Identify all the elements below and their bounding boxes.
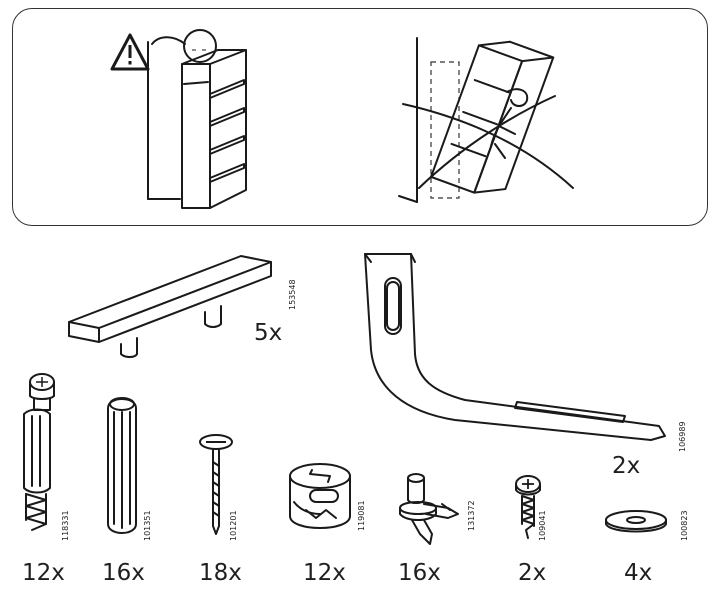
cam-lock-icon bbox=[289, 463, 351, 529]
part-code: 119081 bbox=[357, 500, 366, 531]
part-code: 109041 bbox=[538, 510, 547, 541]
screw-icon bbox=[515, 475, 541, 539]
part-qty: 18x bbox=[199, 560, 242, 586]
bar-support-icon bbox=[68, 255, 272, 358]
nail-icon bbox=[199, 434, 233, 535]
warning-triangle-icon bbox=[110, 33, 150, 71]
l-bracket-icon bbox=[364, 253, 666, 441]
part-code: 100823 bbox=[680, 510, 689, 541]
part-qty: 16x bbox=[398, 560, 441, 586]
part-code: 101201 bbox=[229, 510, 238, 541]
part-qty: 2x bbox=[612, 453, 641, 479]
dowel-icon bbox=[107, 397, 137, 534]
part-qty: 16x bbox=[102, 560, 145, 586]
washer-icon bbox=[605, 510, 667, 533]
shelf-pin-icon bbox=[399, 473, 459, 545]
part-qty: 12x bbox=[303, 560, 346, 586]
part-qty: 2x bbox=[518, 560, 547, 586]
cam-bolt-icon bbox=[23, 373, 55, 531]
part-code: 153548 bbox=[288, 279, 297, 310]
part-code: 101351 bbox=[143, 510, 152, 541]
part-code: 131372 bbox=[467, 500, 476, 531]
part-code: 118331 bbox=[61, 510, 70, 541]
part-qty: 4x bbox=[624, 560, 653, 586]
bookcase-anchored-icon bbox=[147, 29, 247, 209]
warning-panel bbox=[12, 8, 708, 226]
part-qty: 5x bbox=[254, 320, 283, 346]
part-qty: 12x bbox=[22, 560, 65, 586]
bookcase-tipping-crossed-icon bbox=[398, 37, 574, 203]
part-code: 106989 bbox=[678, 421, 687, 452]
